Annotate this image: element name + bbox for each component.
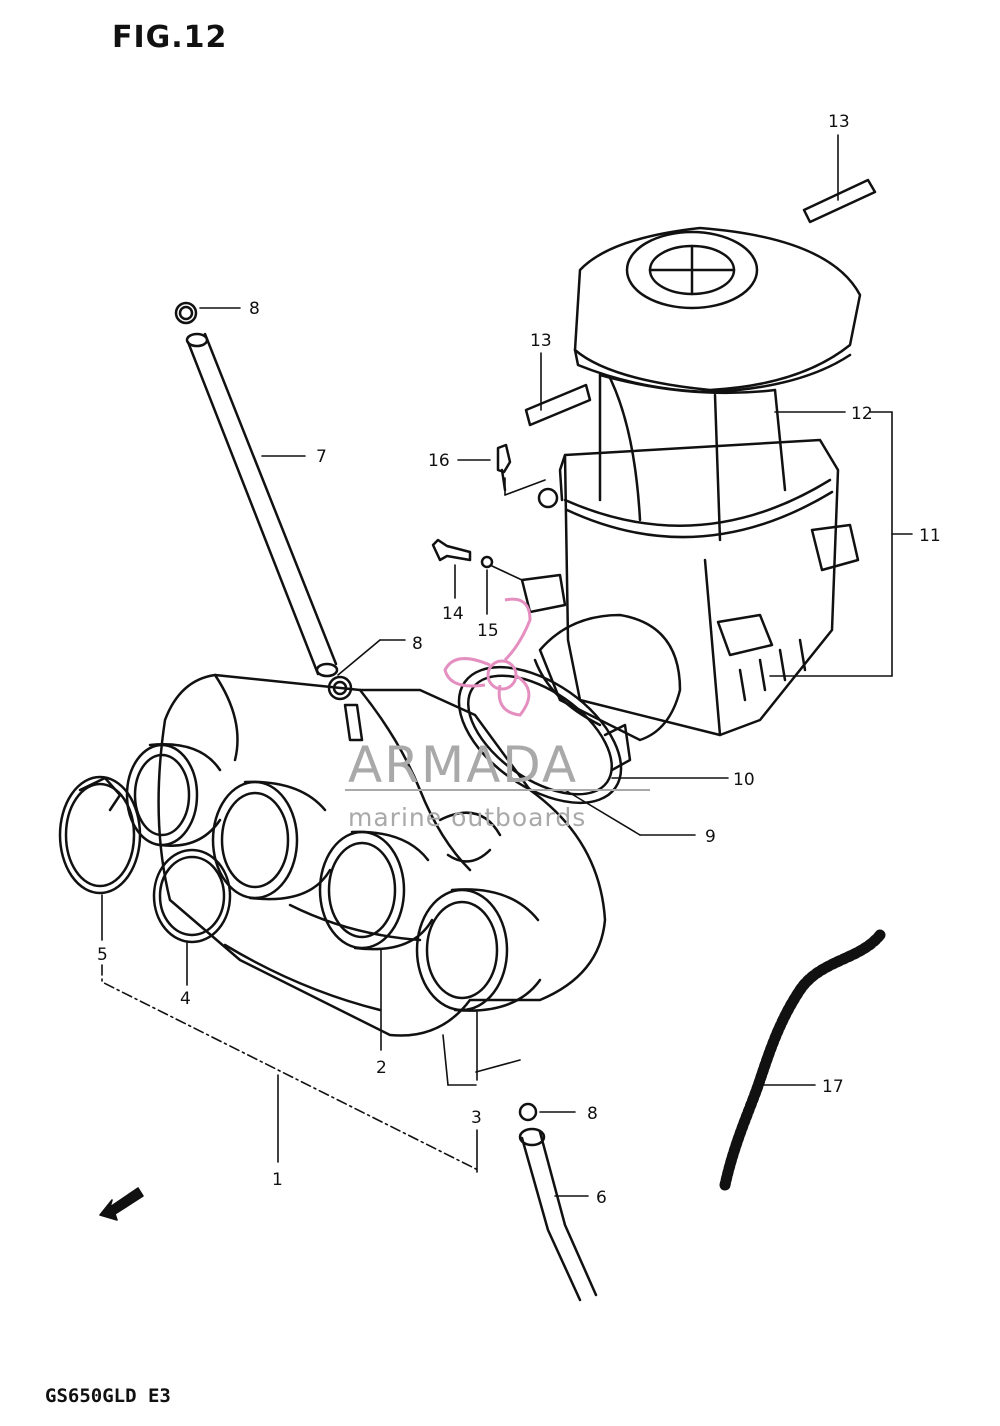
intake-duct bbox=[533, 613, 682, 742]
leader-lines bbox=[101, 134, 913, 1197]
fasteners bbox=[431, 443, 512, 569]
callout-11: 11 bbox=[919, 526, 941, 546]
callout-16: 16 bbox=[428, 451, 450, 471]
intake-boots bbox=[125, 743, 542, 1012]
callout-4: 4 bbox=[180, 989, 191, 1009]
callout-8-middle: 8 bbox=[412, 634, 423, 654]
model-code: GS650GLD E3 bbox=[45, 1385, 171, 1407]
callout-5: 5 bbox=[97, 945, 108, 965]
callout-10: 10 bbox=[733, 770, 755, 790]
callout-2: 2 bbox=[376, 1058, 387, 1078]
drain-hose bbox=[518, 1102, 598, 1302]
watermark-brand: ARMADA bbox=[348, 736, 578, 794]
air-cleaner-box bbox=[520, 438, 860, 737]
watermark: ARMADA marine outboards bbox=[345, 597, 650, 832]
callout-15: 15 bbox=[477, 621, 499, 641]
rubber-brackets bbox=[524, 178, 877, 427]
callout-8-bottom: 8 bbox=[587, 1104, 598, 1124]
hose-clamp-large bbox=[58, 775, 142, 895]
callout-14: 14 bbox=[442, 604, 464, 624]
connector-clamps bbox=[457, 665, 632, 805]
coil-spring bbox=[719, 929, 886, 1191]
forward-arrow-icon bbox=[99, 1187, 144, 1221]
callout-labels: 8 7 8 16 14 15 13 13 12 11 10 9 5 4 2 3 … bbox=[97, 112, 941, 1208]
callout-7: 7 bbox=[316, 447, 327, 467]
breather-hose bbox=[174, 301, 364, 742]
watermark-tagline: marine outboards bbox=[348, 803, 586, 832]
callout-3: 3 bbox=[471, 1108, 482, 1128]
air-filter-element bbox=[573, 226, 862, 542]
callout-1: 1 bbox=[272, 1170, 283, 1190]
callout-9: 9 bbox=[705, 827, 716, 847]
callout-13-upper: 13 bbox=[828, 112, 850, 132]
callout-8-top: 8 bbox=[249, 299, 260, 319]
sealing-ring bbox=[152, 848, 232, 944]
callout-13-lower: 13 bbox=[530, 331, 552, 351]
propeller-logo-icon bbox=[443, 597, 532, 717]
callout-6: 6 bbox=[596, 1188, 607, 1208]
callout-17: 17 bbox=[822, 1077, 844, 1097]
figure-title: FIG.12 bbox=[112, 20, 228, 55]
callout-12: 12 bbox=[851, 404, 873, 424]
